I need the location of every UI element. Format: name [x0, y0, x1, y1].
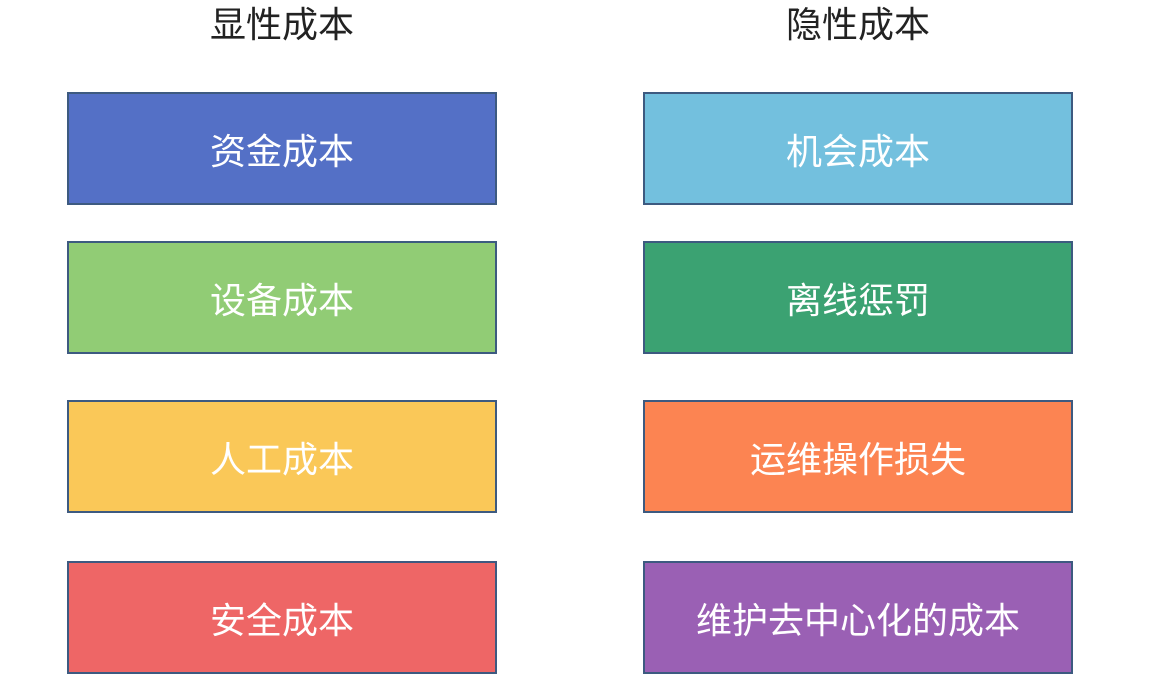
implicit-cost-title: 隐性成本	[785, 5, 930, 46]
decentralization-cost-box: 维护去中心化的成本	[643, 561, 1073, 674]
explicit-cost-title: 显性成本	[209, 5, 354, 46]
security-cost-box: 安全成本	[67, 561, 497, 674]
offline-penalty-box: 离线惩罚	[643, 241, 1073, 354]
labor-cost-box: 人工成本	[67, 400, 497, 513]
opportunity-cost-box: 机会成本	[643, 92, 1073, 205]
ops-loss-box: 运维操作损失	[643, 400, 1073, 513]
funding-cost-box: 资金成本	[67, 92, 497, 205]
equipment-cost-box: 设备成本	[67, 241, 497, 354]
